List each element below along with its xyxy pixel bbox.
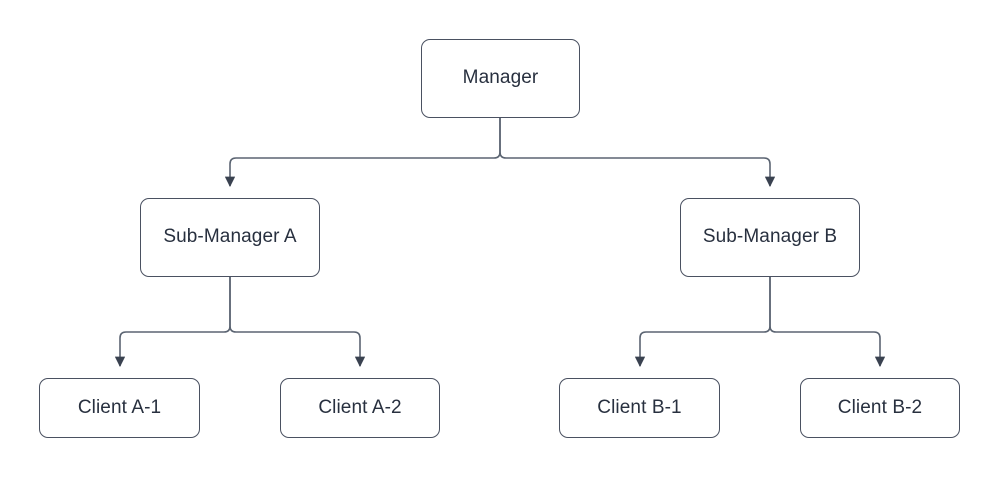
node-client-a-2-label: Client A-2 (318, 396, 402, 418)
edge-sub-b-to-b2 (769, 277, 886, 368)
node-manager-label: Manager (462, 67, 539, 89)
node-client-b-2[interactable]: Client B-2 (800, 378, 960, 438)
node-client-b-1-label: Client B-1 (597, 396, 682, 418)
node-sub-manager-a[interactable]: Sub-Manager A (140, 198, 320, 277)
node-client-a-1-label: Client A-1 (77, 396, 162, 418)
node-sub-manager-a-label: Sub-Manager A (163, 226, 297, 248)
node-client-b-2-label: Client B-2 (837, 396, 923, 418)
edge-manager-to-sub-a (224, 118, 501, 188)
edge-manager-to-sub-b (499, 118, 776, 188)
node-sub-manager-b-label: Sub-Manager B (702, 226, 838, 248)
node-sub-manager-b[interactable]: Sub-Manager B (680, 198, 860, 277)
edge-sub-a-to-a2 (229, 277, 366, 368)
node-client-b-1[interactable]: Client B-1 (559, 378, 720, 438)
edge-sub-a-to-a1 (114, 277, 231, 368)
node-manager[interactable]: Manager (421, 39, 580, 118)
node-client-a-2[interactable]: Client A-2 (280, 378, 440, 438)
node-client-a-1[interactable]: Client A-1 (39, 378, 200, 438)
edge-sub-b-to-b1 (634, 277, 771, 368)
